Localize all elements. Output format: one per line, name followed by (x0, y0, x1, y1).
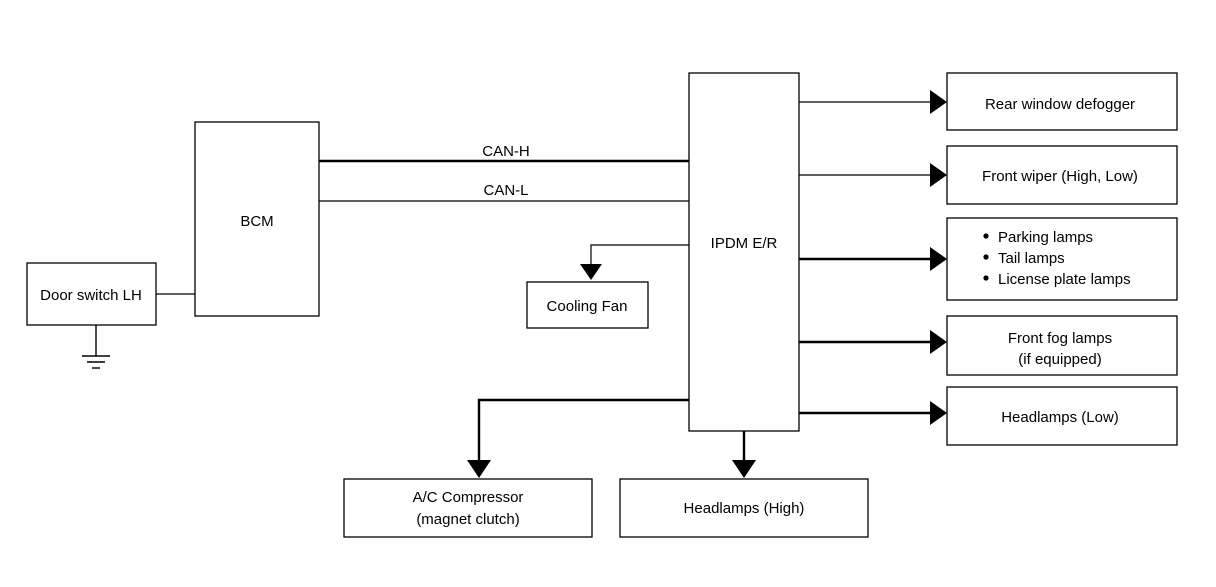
front-fog-block: Front fog lamps (if equipped) (946, 315, 1178, 376)
lamps-block: Parking lamps Tail lamps License plate l… (946, 217, 1178, 301)
cooling-fan-block: Cooling Fan (526, 281, 649, 329)
can-l-label: CAN-L (483, 182, 528, 199)
wire-ipdm-lamps (799, 247, 947, 271)
ac-compressor-block: A/C Compressor (magnet clutch) (343, 478, 593, 538)
wire-ipdm-front-fog (799, 330, 947, 354)
ipdm-block: IPDM E/R (688, 72, 800, 432)
front-wiper-block: Front wiper (High, Low) (946, 145, 1178, 205)
ac-compressor-label-2: (magnet clutch) (416, 511, 519, 528)
front-wiper-label: Front wiper (High, Low) (982, 168, 1138, 185)
license-plate-lamps-label: License plate lamps (998, 271, 1131, 288)
can-h-label: CAN-H (482, 143, 530, 160)
bullet-icon (983, 233, 989, 239)
rear-defogger-block: Rear window defogger (946, 72, 1178, 131)
parking-lamps-label: Parking lamps (998, 229, 1093, 246)
wire-ipdm-headlamps-high (732, 431, 756, 478)
ground-symbol (82, 325, 110, 369)
wire-ipdm-cooling-fan (580, 244, 689, 280)
headlamps-low-block: Headlamps (Low) (946, 386, 1178, 446)
bullet-icon (983, 254, 989, 260)
front-fog-label-1: Front fog lamps (1008, 330, 1112, 347)
wire-ipdm-ac-compressor (467, 398, 689, 478)
wire-ipdm-headlamps-low (799, 401, 947, 425)
headlamps-high-label: Headlamps (High) (684, 500, 805, 517)
headlamps-low-label: Headlamps (Low) (1001, 409, 1119, 426)
ipdm-label: IPDM E/R (711, 235, 778, 252)
tail-lamps-label: Tail lamps (998, 250, 1065, 267)
wire-ipdm-front-wiper (799, 163, 947, 187)
ac-compressor-label-1: A/C Compressor (413, 489, 524, 506)
front-fog-label-2: (if equipped) (1018, 351, 1101, 368)
cooling-fan-label: Cooling Fan (547, 298, 628, 315)
door-switch-label: Door switch LH (40, 287, 142, 304)
rear-defogger-label: Rear window defogger (985, 96, 1135, 113)
wire-ipdm-rear-defogger (799, 90, 947, 114)
headlamps-high-block: Headlamps (High) (619, 478, 869, 538)
bcm-label: BCM (240, 213, 273, 230)
bullet-icon (983, 275, 989, 281)
door-switch-block: Door switch LH (26, 262, 157, 326)
bcm-block: BCM (194, 121, 320, 317)
